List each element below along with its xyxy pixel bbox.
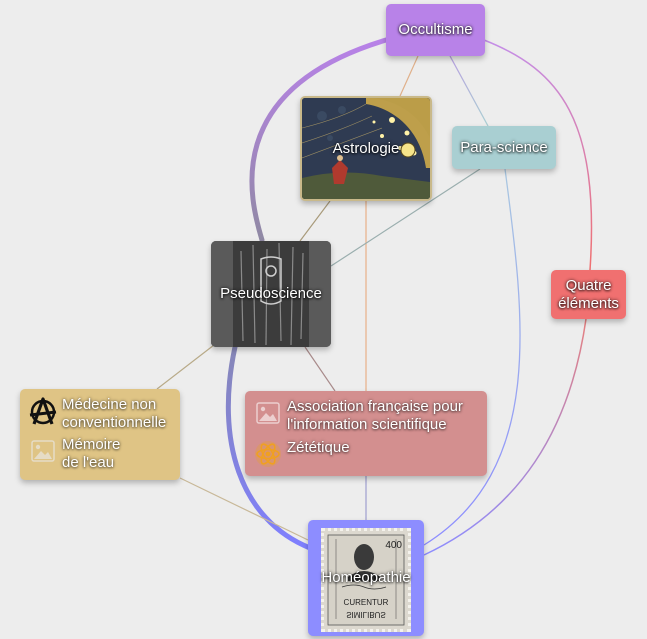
node-homeopathie-label: Homéopathie: [321, 569, 411, 586]
node-pseudoscience-label: Pseudoscience: [220, 285, 322, 302]
item-memoire-label: Mémoire de l'eau: [62, 436, 121, 471]
stamp-value: 400: [385, 540, 402, 551]
edge-occultisme-quatre-elements: [483, 39, 593, 271]
edge-astrologie-pseudoscience: [299, 200, 331, 242]
image-placeholder-icon: [253, 398, 283, 428]
node-para-science[interactable]: Para-science: [452, 126, 556, 169]
image-placeholder-icon: [28, 436, 58, 466]
edge-para-science-pseudoscience: [330, 168, 481, 267]
item-zetetique-label: Zététique: [287, 439, 350, 456]
item-zetetique[interactable]: Zététique: [253, 439, 350, 469]
node-para-science-label: Para-science: [460, 138, 548, 156]
edge-para-science-homeopathie: [423, 168, 521, 546]
edge-occultisme-astrologie: [399, 55, 419, 97]
item-association-francaise[interactable]: Association française pour l'information…: [253, 398, 463, 434]
edge-medecine-homeopathie: [179, 477, 309, 541]
node-astrologie-label: Astrologie: [332, 139, 400, 157]
item-medecine-label: Médecine non conventionnelle: [62, 396, 167, 431]
node-quatre-elements[interactable]: Quatre éléments: [551, 270, 626, 319]
edge-quatre-elements-homeopathie: [423, 318, 587, 556]
item-medecine-non-conventionnelle[interactable]: Médecine non conventionnelle: [28, 396, 166, 432]
node-medecine-group[interactable]: Médecine non conventionnelle Mémoire de …: [20, 389, 180, 480]
node-quatre-elements-label: Quatre éléments: [558, 276, 619, 312]
node-pseudoscience[interactable]: Pseudoscience: [211, 241, 331, 347]
stamp-line1: SIMILIA: [350, 575, 382, 584]
node-astrologie[interactable]: Astrologie: [300, 96, 432, 201]
edge-occultisme-para-science: [449, 55, 489, 127]
edge-pseudoscience-medecine: [156, 344, 215, 390]
node-association-group[interactable]: Association française pour l'information…: [245, 391, 487, 476]
node-homeopathie[interactable]: 400 SIMILIA CURENTUR SIMILIBUS Homéopath…: [308, 520, 424, 636]
anarchy-a-icon: [28, 396, 58, 426]
item-memoire-de-l-eau[interactable]: Mémoire de l'eau: [28, 436, 120, 472]
edge-occultisme-homeopathie: [225, 37, 389, 551]
edge-pseudoscience-association: [304, 346, 336, 392]
pseudoscience-photo-image: [211, 241, 331, 347]
atom-icon: [253, 439, 283, 469]
node-occultisme-label: Occultisme: [398, 21, 473, 38]
homeopathie-stamp-image: 400 SIMILIA CURENTUR SIMILIBUS: [321, 528, 411, 632]
stamp-line2: CURENTUR: [343, 598, 389, 607]
astrologie-engraving-image: [302, 98, 430, 199]
stamp-line3: SIMILIBUS: [346, 610, 386, 619]
item-association-label: Association française pour l'information…: [287, 398, 463, 433]
node-occultisme[interactable]: Occultisme: [386, 4, 485, 56]
